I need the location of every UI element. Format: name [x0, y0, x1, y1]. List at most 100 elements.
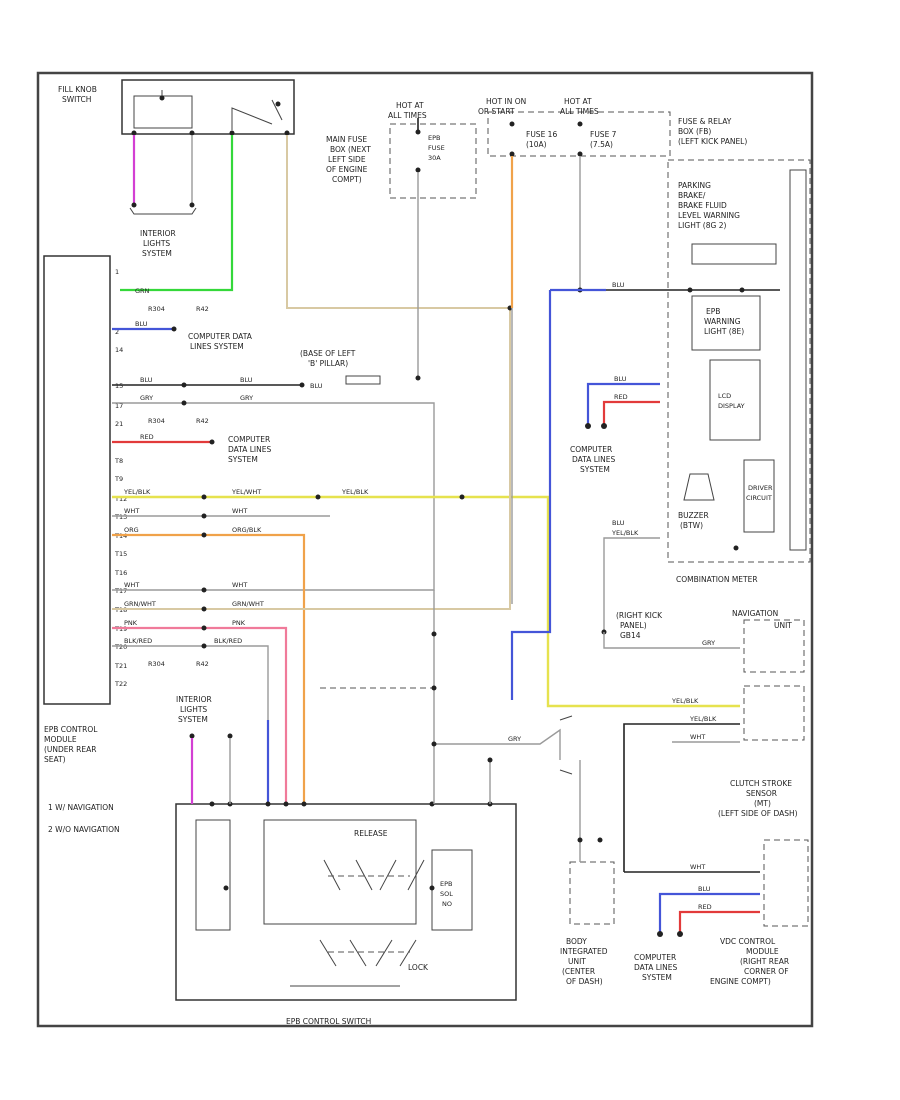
- wire-label: WHT: [232, 507, 247, 515]
- pin-label: T15: [114, 550, 127, 558]
- il-bottom-2: LIGHTS: [180, 705, 207, 714]
- buzzer-2: (BTW): [680, 521, 703, 530]
- fuse-epb-3: 30A: [428, 154, 441, 162]
- vdc-control-module: VDC CONTROL MODULE (RIGHT REAR CORNER OF…: [710, 839, 809, 986]
- epb-warn-2: WARNING: [704, 317, 741, 326]
- epb-module-label-2: MODULE: [44, 735, 77, 744]
- pin-label: 2: [115, 328, 119, 336]
- pin-label: T22: [114, 680, 127, 688]
- wire-yellow-nav: [112, 495, 740, 708]
- wire-label: BLU: [614, 375, 627, 383]
- driver-1: DRIVER: [748, 484, 773, 492]
- hot-all-label-2: ALL TIMES: [560, 107, 599, 116]
- il-bottom-3: SYSTEM: [178, 715, 208, 724]
- wire-label: GRN/WHT: [232, 600, 264, 608]
- wire-vdc-red: [678, 910, 760, 932]
- wire-label: R304: [148, 305, 165, 313]
- wire-label: GRY: [140, 394, 153, 402]
- pin-label: 15: [115, 382, 123, 390]
- cdl3-label-2: DATA LINES: [572, 455, 615, 464]
- wire-label: BLK/RED: [124, 637, 152, 645]
- vdc-label-4: CORNER OF: [744, 967, 789, 976]
- rkp-label-2: PANEL): [620, 621, 647, 630]
- interior-lights-top-1: INTERIOR: [140, 229, 176, 238]
- wire-label: R42: [196, 417, 209, 425]
- wire-label: BLK/RED: [214, 637, 242, 645]
- cdl2-label-1: COMPUTER: [228, 435, 270, 444]
- wire-label: YEL/BLK: [689, 715, 717, 723]
- wire-label: RED: [698, 903, 712, 911]
- wire-label: BLU: [135, 320, 148, 328]
- wire-red-cdl3: [602, 400, 660, 424]
- wire-label: YEL/BLK: [341, 488, 369, 496]
- driver-2: CIRCUIT: [746, 494, 772, 502]
- fill-knob-switch-label-1: FILL KNOB: [58, 85, 97, 94]
- legend-item-1: 1 W/ NAVIGATION: [48, 803, 114, 812]
- wire-label: R42: [196, 660, 209, 668]
- cdl2-label-2: DATA LINES: [228, 445, 271, 454]
- wire-green-top: [120, 135, 234, 292]
- biu-label-5: OF DASH): [566, 977, 603, 986]
- wire-label: YEL/WHT: [231, 488, 261, 496]
- biu-label-4: (CENTER: [562, 967, 595, 976]
- rkp-label-3: GB14: [620, 631, 641, 640]
- wire-blue-cdl3: [586, 382, 660, 424]
- cdl1-label-1: COMPUTER DATA: [188, 332, 253, 341]
- epb-switch-label: EPB CONTROL SWITCH: [286, 1017, 371, 1026]
- hot-on-label-2: OR START: [478, 107, 515, 116]
- epb-module-label-3: (UNDER REAR: [44, 745, 96, 754]
- lcd-1: LCD: [718, 392, 731, 400]
- wire-label: R304: [148, 417, 165, 425]
- rkp-label-1: (RIGHT KICK: [616, 611, 663, 620]
- nav-label-1: NAVIGATION: [732, 609, 778, 618]
- wire-label: YEL/BLK: [611, 529, 639, 537]
- wire-tan-top: [286, 135, 510, 309]
- main-fuse-label-5: COMPT): [332, 175, 362, 184]
- main-fuse-label-4: OF ENGINE: [326, 165, 368, 174]
- pin-label: 14: [115, 346, 123, 354]
- wire-label: WHT: [690, 863, 705, 871]
- fuse-epb-1: EPB: [428, 134, 441, 142]
- nav-label-2: UNIT: [774, 621, 792, 630]
- navigation-unit: NAVIGATION UNIT: [732, 609, 805, 741]
- wire-label: WHT: [124, 507, 139, 515]
- main-fuse-label-2: BOX (NEXT: [330, 145, 371, 154]
- wire-label: ORG: [124, 526, 139, 534]
- fuse-15-2: (10A): [526, 140, 547, 149]
- fuse-7-1: FUSE 7: [590, 130, 617, 139]
- wire-label: GRY: [702, 639, 715, 647]
- epb-sol-1: EPB: [440, 880, 453, 888]
- module-pins: 1 2 14 15 17 21 T8 T9 T12 T13 T14 T15 T1…: [114, 268, 127, 688]
- epb-module-label-1: EPB CONTROL: [44, 725, 98, 734]
- body-integrated-unit: BODY INTEGRATED UNIT (CENTER OF DASH): [560, 861, 615, 986]
- wire-label: GRY: [240, 394, 253, 402]
- wire-label: GRY: [508, 735, 521, 743]
- wire-label: ORG/BLK: [232, 526, 262, 534]
- cdl4-label-1: COMPUTER: [634, 953, 676, 962]
- wire-label: R304: [148, 660, 165, 668]
- cdl4-label-3: SYSTEM: [642, 973, 672, 982]
- pin-label: T17: [114, 587, 127, 595]
- wire-label: BLU: [698, 885, 711, 893]
- buzzer-1: BUZZER: [678, 511, 709, 520]
- fuse-7-2: (7.5A): [590, 140, 613, 149]
- wire-blue-meter: [510, 288, 606, 700]
- wire-grn-wht: [112, 308, 511, 610]
- biu-label-3: UNIT: [568, 957, 586, 966]
- epb-module-label-4: SEAT): [44, 755, 66, 764]
- wire-orange: [112, 533, 306, 804]
- wire-label: WHT: [124, 581, 139, 589]
- ground-label-2: 'B' PILLAR): [308, 359, 348, 368]
- pin-label: T20: [114, 643, 127, 651]
- vdc-label-5: ENGINE COMPT): [710, 977, 771, 986]
- wire-clutch-blk: [623, 723, 740, 872]
- release-label: RELEASE: [354, 829, 388, 838]
- clutch-stroke-sensor: CLUTCH STROKE SENSOR (MT) (LEFT SIDE OF …: [718, 779, 798, 818]
- vdc-label-2: MODULE: [746, 947, 779, 956]
- vdc-label-1: VDC CONTROL: [720, 937, 776, 946]
- hot-label-2: ALL TIMES: [388, 111, 427, 120]
- hot-label-1: HOT AT: [396, 101, 424, 110]
- pin-label: T13: [114, 513, 127, 521]
- fill-knob-switch: FILL KNOB SWITCH: [58, 79, 295, 136]
